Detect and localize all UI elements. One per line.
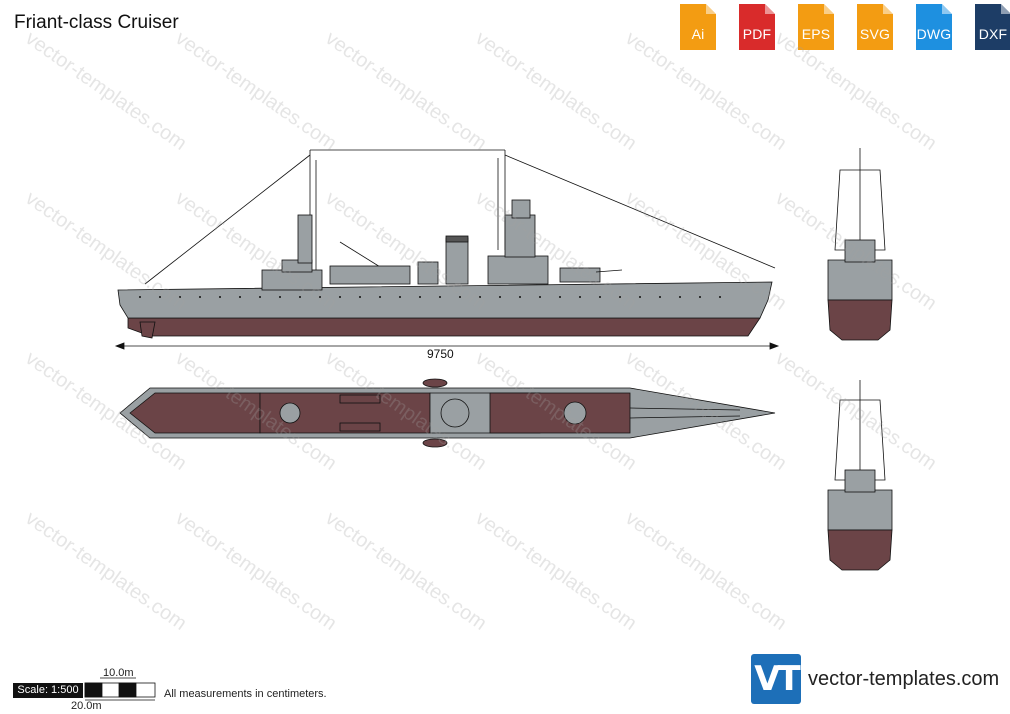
file-icon — [798, 4, 834, 50]
format-pdf-button[interactable]: PDF — [731, 2, 783, 52]
format-svg-label: SVG — [859, 26, 891, 42]
page-title: Friant-class Cruiser — [14, 12, 179, 33]
format-buttons: Ai PDF EPS SVG DWG DXF — [672, 2, 1010, 52]
format-dwg-button[interactable]: DWG — [908, 2, 960, 52]
scale-bar — [84, 677, 156, 701]
rear-view — [827, 380, 893, 571]
site-link[interactable]: vector-templates.com — [808, 668, 1000, 690]
format-svg-button[interactable]: SVG — [849, 2, 901, 52]
format-pdf-label: PDF — [742, 26, 772, 42]
file-icon — [857, 4, 893, 50]
measurement-note: All measurements in centimeters. — [164, 688, 327, 700]
top-view — [119, 378, 776, 448]
file-icon — [975, 4, 1010, 50]
format-eps-button[interactable]: EPS — [790, 2, 842, 52]
dimension-line — [114, 342, 780, 350]
format-dwg-label: DWG — [916, 26, 952, 42]
file-icon — [680, 4, 716, 50]
portholes — [139, 296, 721, 298]
scale-top-label: 10.0m — [103, 667, 134, 679]
front-view — [827, 148, 893, 341]
format-eps-label: EPS — [801, 26, 831, 42]
file-icon — [739, 4, 775, 50]
format-ai-button[interactable]: Ai — [672, 2, 724, 52]
format-dxf-label: DXF — [978, 26, 1008, 42]
format-dxf-button[interactable]: DXF — [967, 2, 1010, 52]
scale-bottom-label: 20.0m — [71, 700, 102, 712]
side-view — [117, 149, 776, 339]
format-ai-label: Ai — [691, 26, 705, 42]
scale-label: Scale: 1:500 — [13, 683, 83, 698]
vt-logo-icon[interactable]: VT — [751, 654, 801, 704]
length-dimension: 9750 — [427, 347, 454, 361]
file-icon — [916, 4, 952, 50]
